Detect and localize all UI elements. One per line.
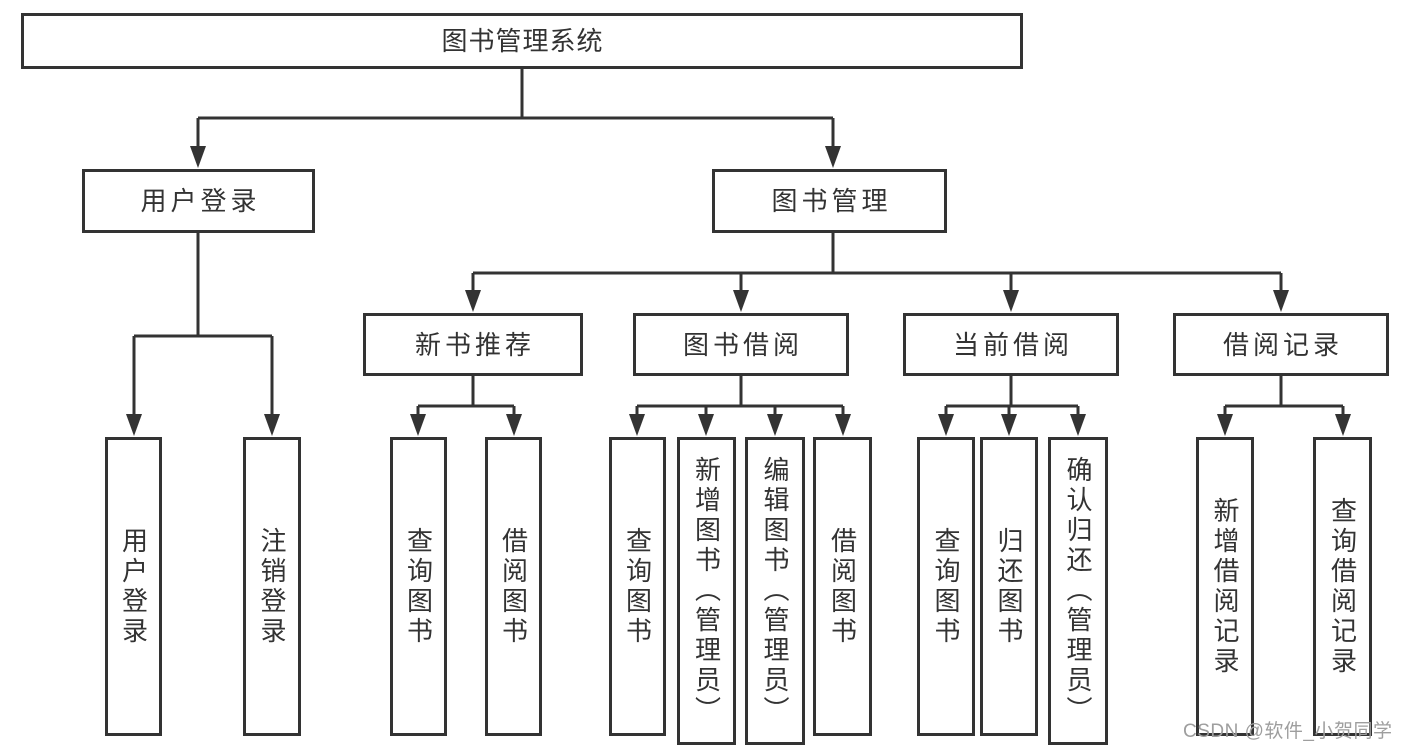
leaf-query-books-current: 查询图书 bbox=[917, 437, 975, 736]
leaf-logout: 注销登录 bbox=[243, 437, 301, 736]
leaf-query-books-borrowing: 查询图书 bbox=[609, 437, 666, 736]
arrow-down-icon bbox=[629, 414, 645, 436]
wire-root-lines bbox=[196, 69, 835, 148]
leaf-query-books-recommend: 查询图书 bbox=[390, 437, 447, 736]
wire-book-borrowing bbox=[635, 376, 845, 416]
wire-book-management-lines bbox=[471, 233, 1283, 292]
wire-book-borrowing-arrowheads bbox=[629, 414, 851, 436]
leaf-add-book-admin: 新增图书（管理员） bbox=[677, 437, 736, 745]
arrow-down-icon bbox=[1335, 414, 1351, 436]
node-new-book-recommendation: 新书推荐 bbox=[363, 313, 583, 376]
arrow-down-icon bbox=[825, 146, 841, 168]
wire-borrow-records-lines bbox=[1223, 376, 1345, 416]
leaf-user-login: 用户登录 bbox=[105, 437, 162, 736]
wire-borrow-records bbox=[1223, 376, 1345, 416]
arrow-down-icon bbox=[698, 414, 714, 436]
wire-user-login-lines bbox=[132, 233, 274, 416]
wire-book-borrowing-lines bbox=[635, 376, 845, 416]
wire-user-login bbox=[132, 233, 274, 416]
node-user-login: 用户登录 bbox=[82, 169, 315, 233]
arrow-down-icon bbox=[410, 414, 426, 436]
arrow-down-icon bbox=[126, 414, 142, 436]
wire-new-book-lines bbox=[416, 376, 516, 416]
arrow-down-icon bbox=[767, 414, 783, 436]
arrow-down-icon bbox=[1001, 414, 1017, 436]
wire-book-management bbox=[471, 233, 1283, 292]
node-book-management-system: 图书管理系统 bbox=[21, 13, 1023, 69]
node-current-borrowing: 当前借阅 bbox=[903, 313, 1119, 376]
wire-current-borrowing-arrowheads bbox=[938, 414, 1086, 436]
leaf-add-borrow-record: 新增借阅记录 bbox=[1196, 437, 1254, 736]
arrow-down-icon bbox=[264, 414, 280, 436]
arrow-down-icon bbox=[465, 290, 481, 312]
arrow-down-icon bbox=[835, 414, 851, 436]
wire-user-login-arrowheads bbox=[126, 414, 280, 436]
arrow-down-icon bbox=[506, 414, 522, 436]
arrow-down-icon bbox=[1070, 414, 1086, 436]
wire-root-arrowheads bbox=[190, 146, 841, 168]
leaf-edit-book-admin: 编辑图书（管理员） bbox=[745, 437, 805, 745]
wire-book-management-arrowheads bbox=[465, 290, 1289, 312]
wire-borrow-records-arrowheads bbox=[1217, 414, 1351, 436]
arrow-down-icon bbox=[190, 146, 206, 168]
wire-root bbox=[196, 69, 835, 148]
watermark: CSDN @软件_小贺同学 bbox=[1183, 721, 1393, 742]
arrow-down-icon bbox=[1003, 290, 1019, 312]
node-book-management: 图书管理 bbox=[712, 169, 947, 233]
node-book-borrowing: 图书借阅 bbox=[633, 313, 849, 376]
wire-new-book-arrowheads bbox=[410, 414, 522, 436]
leaf-confirm-return-admin: 确认归还（管理员） bbox=[1048, 437, 1108, 745]
leaf-query-borrow-record: 查询借阅记录 bbox=[1313, 437, 1372, 736]
wire-current-borrowing bbox=[944, 376, 1080, 416]
wire-current-borrowing-lines bbox=[944, 376, 1080, 416]
leaf-borrow-books-borrowing: 借阅图书 bbox=[813, 437, 872, 736]
leaf-return-book: 归还图书 bbox=[980, 437, 1038, 736]
arrow-down-icon bbox=[938, 414, 954, 436]
leaf-borrow-books-recommend: 借阅图书 bbox=[485, 437, 542, 736]
wire-new-book bbox=[416, 376, 516, 416]
arrow-down-icon bbox=[1217, 414, 1233, 436]
arrow-down-icon bbox=[733, 290, 749, 312]
arrow-down-icon bbox=[1273, 290, 1289, 312]
node-borrowing-records: 借阅记录 bbox=[1173, 313, 1389, 376]
